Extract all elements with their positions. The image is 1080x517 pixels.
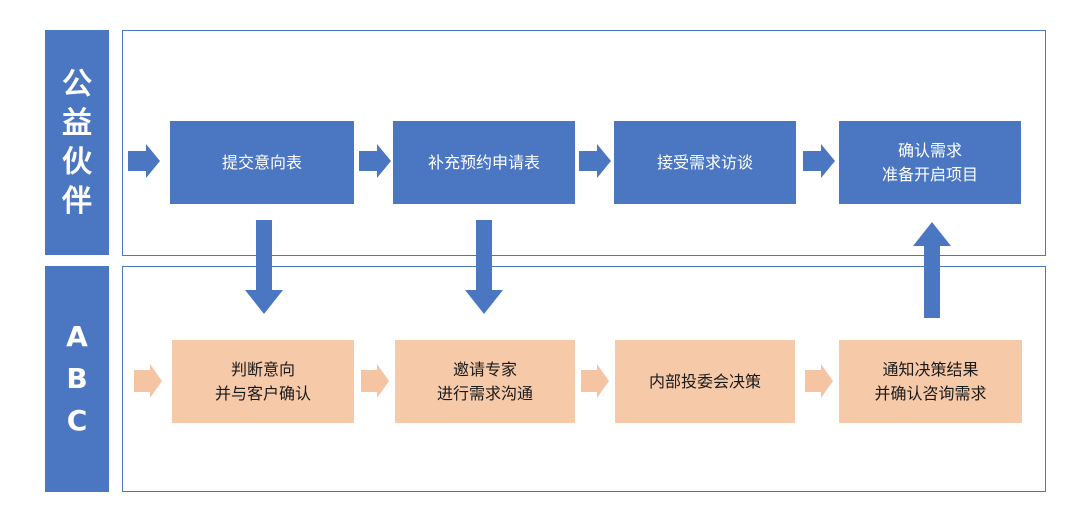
arrow-up-icon — [913, 222, 951, 318]
step-label: 邀请专家 — [452, 360, 517, 380]
arrow-right-icon — [579, 144, 611, 178]
arrow-right-icon — [361, 364, 389, 398]
arrow-down-icon — [465, 220, 503, 314]
arrow-right-icon — [134, 364, 162, 398]
bottom-step-invite-experts: 邀请专家 进行需求沟通 — [395, 340, 575, 423]
step-label: 内部投委会决策 — [648, 371, 761, 391]
step-label: 提交意向表 — [221, 152, 302, 172]
step-label: 进行需求沟通 — [436, 383, 533, 403]
arrow-right-icon — [359, 144, 391, 178]
lane-label-char: 益 — [62, 105, 92, 141]
step-label: 确认需求 — [897, 141, 962, 161]
lane-label-char: 伙 — [62, 144, 92, 180]
arrow-right-icon — [805, 364, 833, 398]
lane-label-abc: A B C — [45, 266, 109, 492]
arrow-right-icon — [128, 144, 160, 178]
top-step-needs-interview: 接受需求访谈 — [614, 121, 796, 204]
step-label: 通知决策结果 — [882, 360, 979, 380]
top-step-submit-intent: 提交意向表 — [170, 121, 354, 204]
arrow-down-icon — [245, 220, 283, 314]
bottom-step-notify-result: 通知决策结果 并确认咨询需求 — [839, 340, 1022, 423]
step-label: 判断意向 — [230, 360, 295, 380]
step-label: 准备开启项目 — [881, 164, 978, 184]
lane-label-char: 伴 — [62, 183, 92, 219]
lane-label-partner: 公 益 伙 伴 — [45, 30, 109, 255]
top-step-supplement-application: 补充预约申请表 — [393, 121, 575, 204]
bottom-step-judge-intent: 判断意向 并与客户确认 — [172, 340, 354, 423]
step-label: 并确认咨询需求 — [874, 383, 987, 403]
bottom-step-committee-decision: 内部投委会决策 — [615, 340, 795, 423]
arrow-right-icon — [581, 364, 609, 398]
step-label: 接受需求访谈 — [656, 152, 753, 172]
lane-label-char: A — [66, 320, 88, 353]
arrow-right-icon — [803, 144, 835, 178]
lane-label-char: C — [66, 404, 88, 437]
top-step-confirm-needs: 确认需求 准备开启项目 — [839, 121, 1021, 204]
lane-label-char: 公 — [62, 66, 92, 102]
step-label: 补充预约申请表 — [427, 152, 540, 172]
lane-label-char: B — [66, 362, 88, 395]
step-label: 并与客户确认 — [214, 383, 311, 403]
